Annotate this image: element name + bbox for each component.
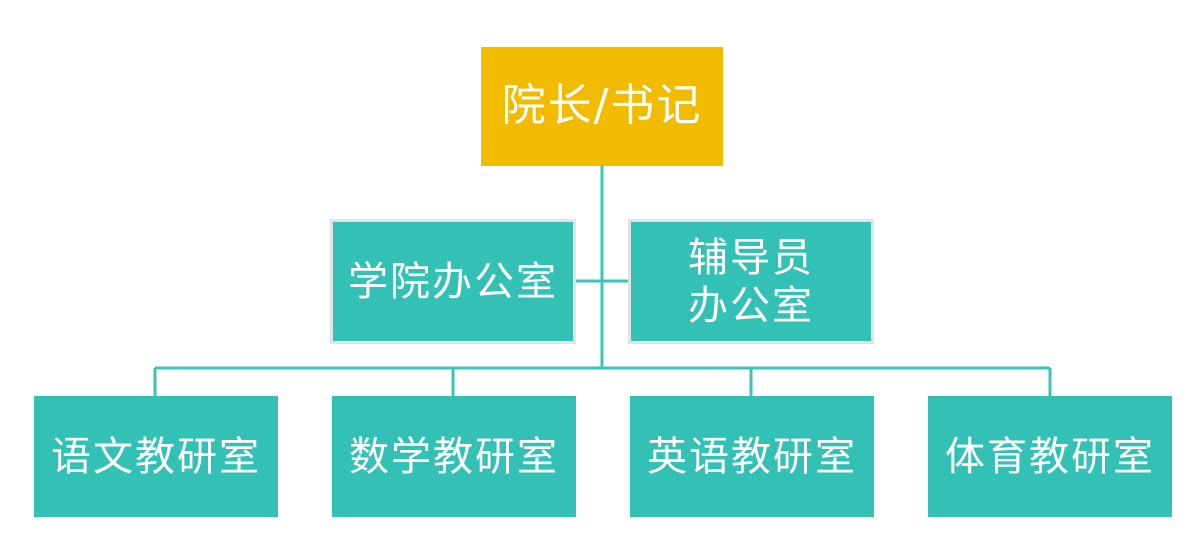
head-node: 院长/书记 bbox=[481, 47, 723, 166]
department-node-chinese: 语文教研室 bbox=[34, 396, 278, 517]
department-node-english: 英语教研室 bbox=[630, 396, 874, 517]
department-node-pe: 体育教研室 bbox=[928, 396, 1172, 517]
office-node-admin: 学院办公室 bbox=[330, 219, 576, 344]
department-node-math: 数学教研室 bbox=[332, 396, 576, 517]
office-node-counselor: 辅导员 办公室 bbox=[628, 219, 874, 344]
